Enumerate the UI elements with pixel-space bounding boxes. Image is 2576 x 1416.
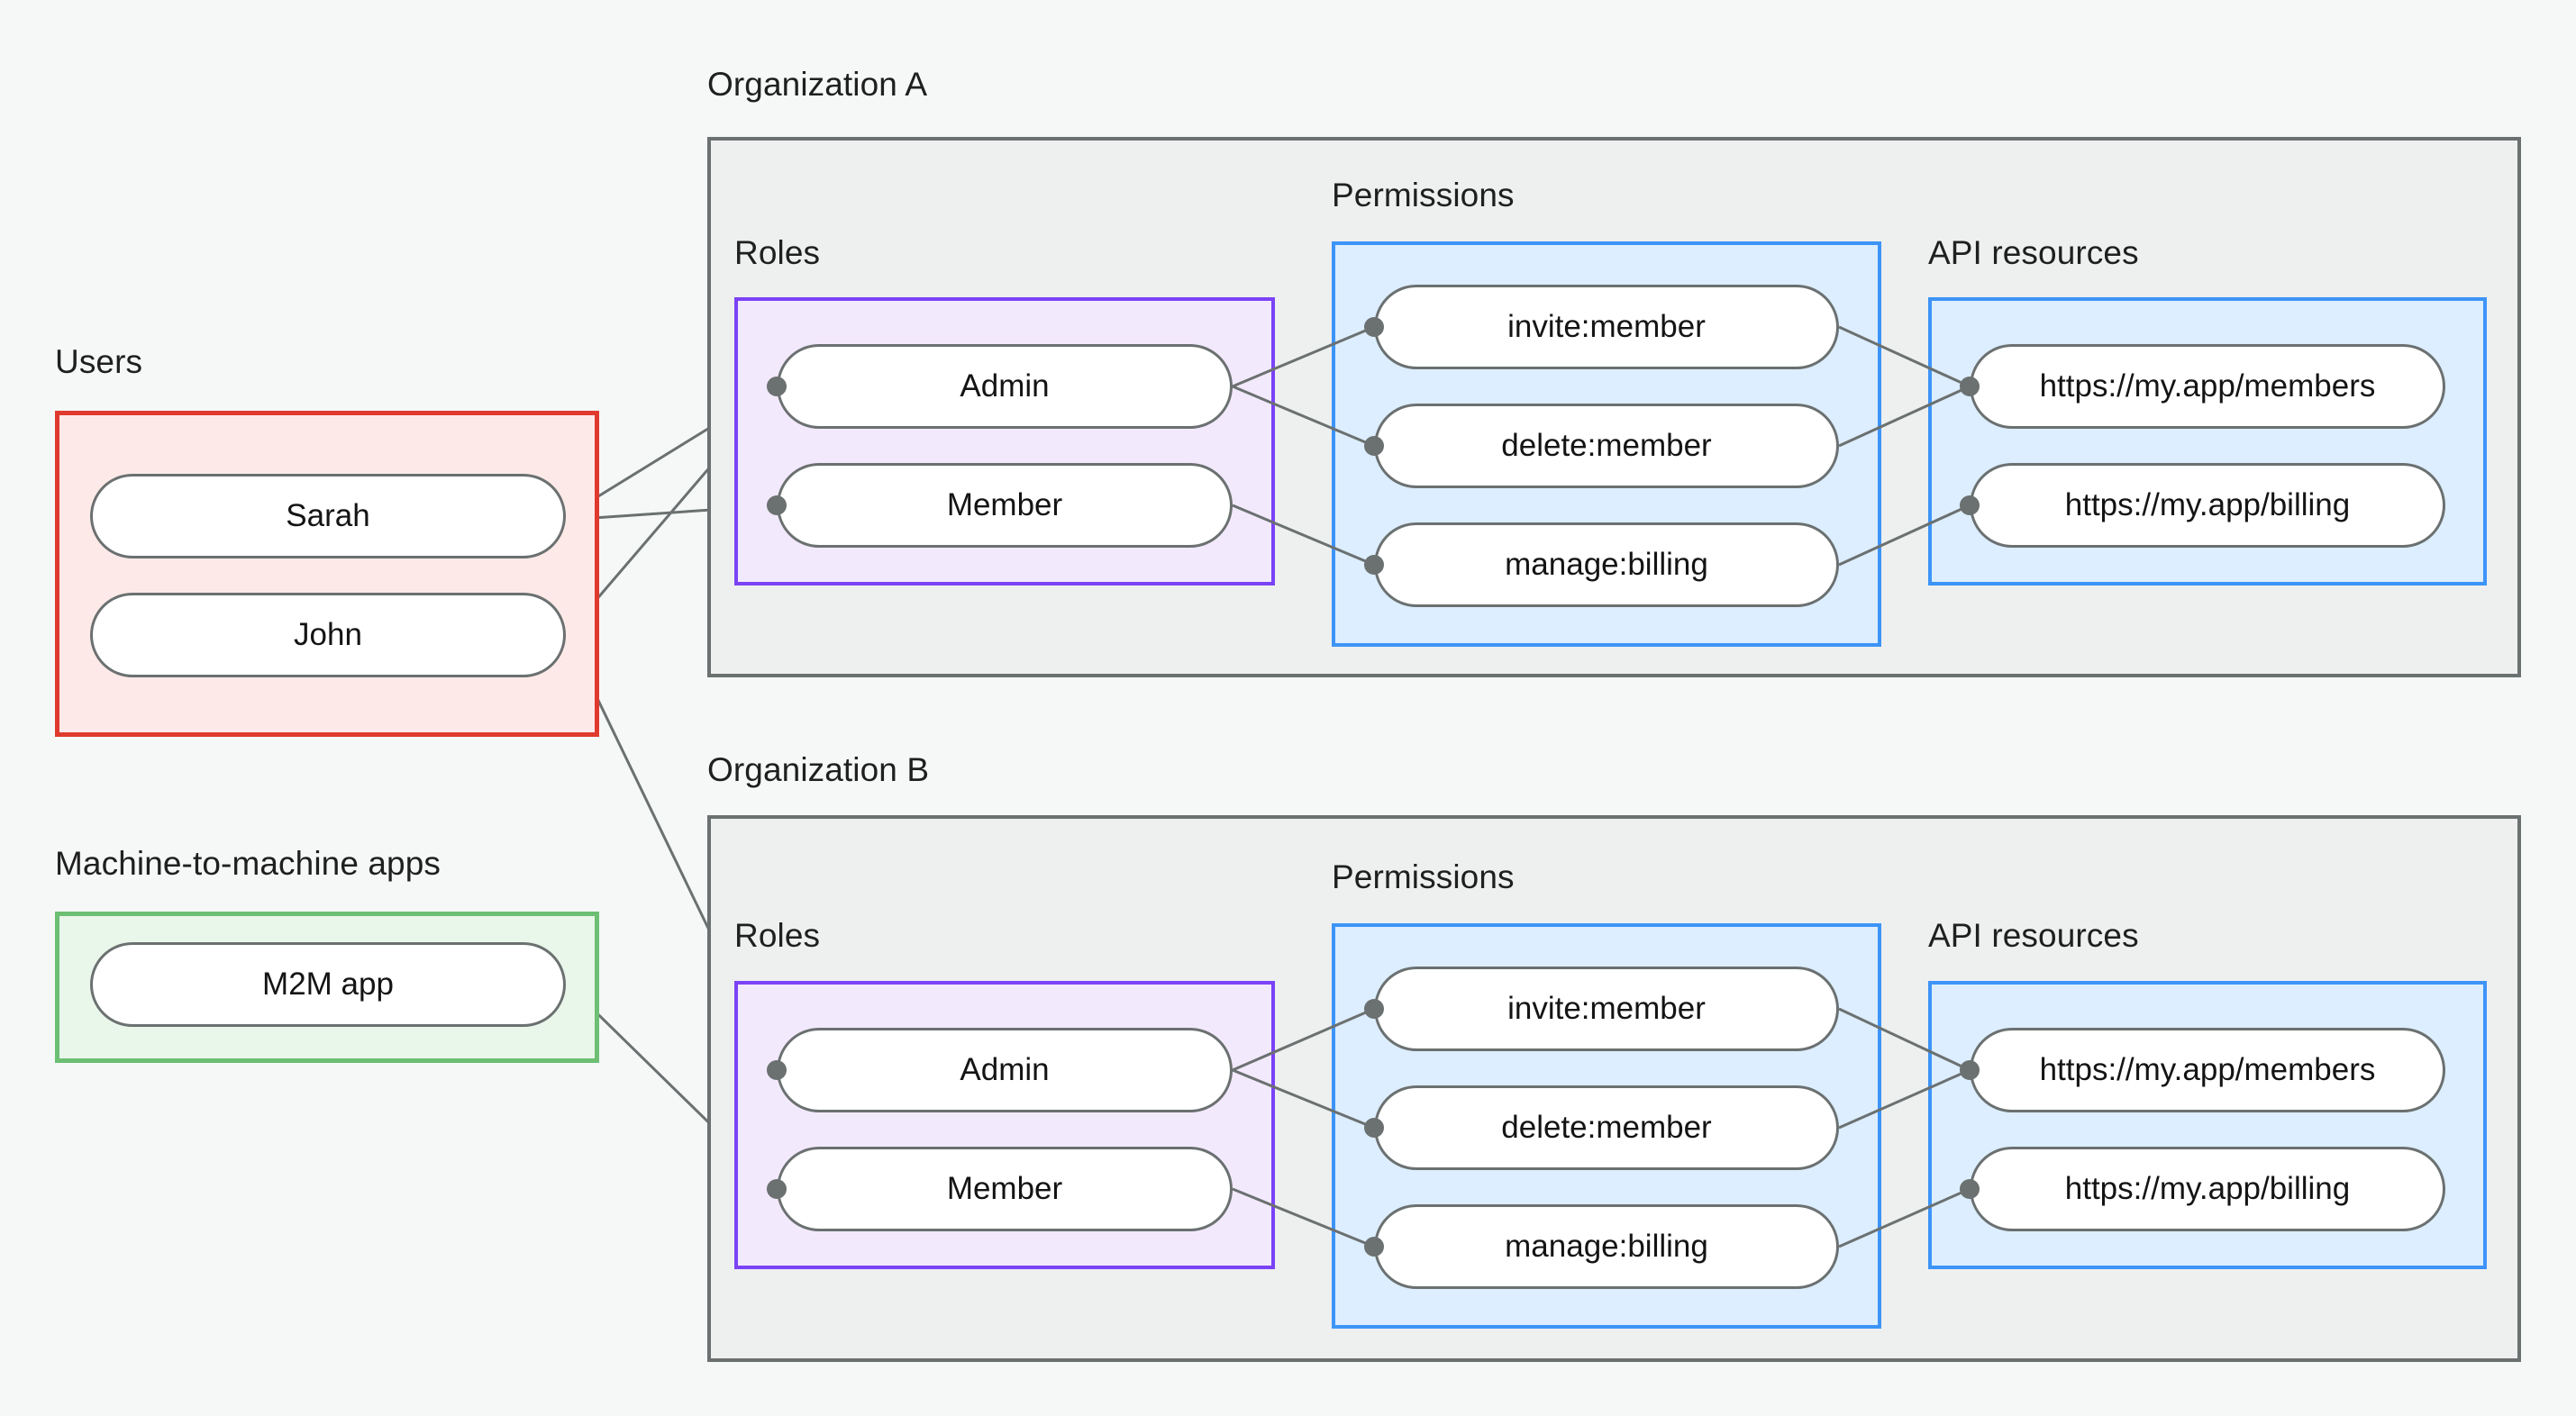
edge-adminB-delete — [1232, 1068, 1375, 1130]
m2m-title: Machine-to-machine apps — [55, 845, 441, 882]
edge-billingB-billing — [1838, 1187, 1971, 1248]
dot-inviteA — [1364, 317, 1384, 337]
dot-manageB — [1364, 1237, 1384, 1257]
dot-adminA — [767, 377, 787, 396]
org-a-permission-manage-billing[interactable]: manage:billing — [1374, 522, 1839, 607]
org-a-api-resource-billing[interactable]: https://my.app/billing — [1970, 463, 2445, 548]
edge-adminB-invite — [1232, 1007, 1375, 1072]
org-b-title: Organization B — [707, 751, 930, 788]
org-b-permission-delete-member[interactable]: delete:member — [1374, 1085, 1839, 1170]
org-b-role-member[interactable]: Member — [777, 1147, 1233, 1231]
org-b-permissions-title: Permissions — [1332, 858, 1515, 895]
dot-billingB — [1960, 1179, 1980, 1199]
org-a-roles-title: Roles — [734, 234, 821, 271]
edge-billingA-billing — [1838, 504, 1971, 567]
dot-billingA — [1960, 495, 1980, 515]
user-john[interactable]: John — [90, 593, 566, 677]
dot-deleteB — [1364, 1118, 1384, 1138]
edge-inviteA-members — [1838, 325, 1971, 388]
dot-adminB — [767, 1060, 787, 1080]
org-a-permission-invite-member[interactable]: invite:member — [1374, 285, 1839, 369]
dot-deleteA — [1364, 436, 1384, 456]
org-b-api-resource-members[interactable]: https://my.app/members — [1970, 1028, 2445, 1112]
user-sarah[interactable]: Sarah — [90, 474, 566, 558]
org-b-roles-title: Roles — [734, 917, 821, 954]
org-b-api-resource-billing[interactable]: https://my.app/billing — [1970, 1147, 2445, 1231]
org-a-role-member[interactable]: Member — [777, 463, 1233, 548]
dot-memberA — [767, 495, 787, 515]
dot-inviteB — [1364, 999, 1384, 1019]
org-b-api-title: API resources — [1928, 917, 2139, 954]
dot-manageA — [1364, 555, 1384, 575]
org-a-permission-delete-member[interactable]: delete:member — [1374, 404, 1839, 488]
org-a-permissions-title: Permissions — [1332, 177, 1515, 213]
edge-deleteA-members — [1838, 385, 1971, 448]
dot-membersA — [1960, 377, 1980, 396]
org-a-api-title: API resources — [1928, 234, 2139, 271]
dot-memberB — [767, 1179, 787, 1199]
edge-deleteB-members — [1838, 1068, 1971, 1130]
edge-memberB-billing — [1232, 1187, 1375, 1248]
org-a-title: Organization A — [707, 66, 928, 103]
users-title: Users — [55, 343, 143, 380]
org-a-api-resource-members[interactable]: https://my.app/members — [1970, 344, 2445, 429]
org-b-permission-invite-member[interactable]: invite:member — [1374, 967, 1839, 1051]
users-box — [55, 411, 599, 737]
m2m-app[interactable]: M2M app — [90, 942, 566, 1027]
edge-adminA-delete — [1232, 385, 1375, 448]
edge-adminA-invite — [1232, 325, 1375, 388]
edge-inviteB-members — [1838, 1007, 1971, 1072]
dot-membersB — [1960, 1060, 1980, 1080]
edge-memberA-billing — [1232, 504, 1375, 567]
org-a-role-admin[interactable]: Admin — [777, 344, 1233, 429]
